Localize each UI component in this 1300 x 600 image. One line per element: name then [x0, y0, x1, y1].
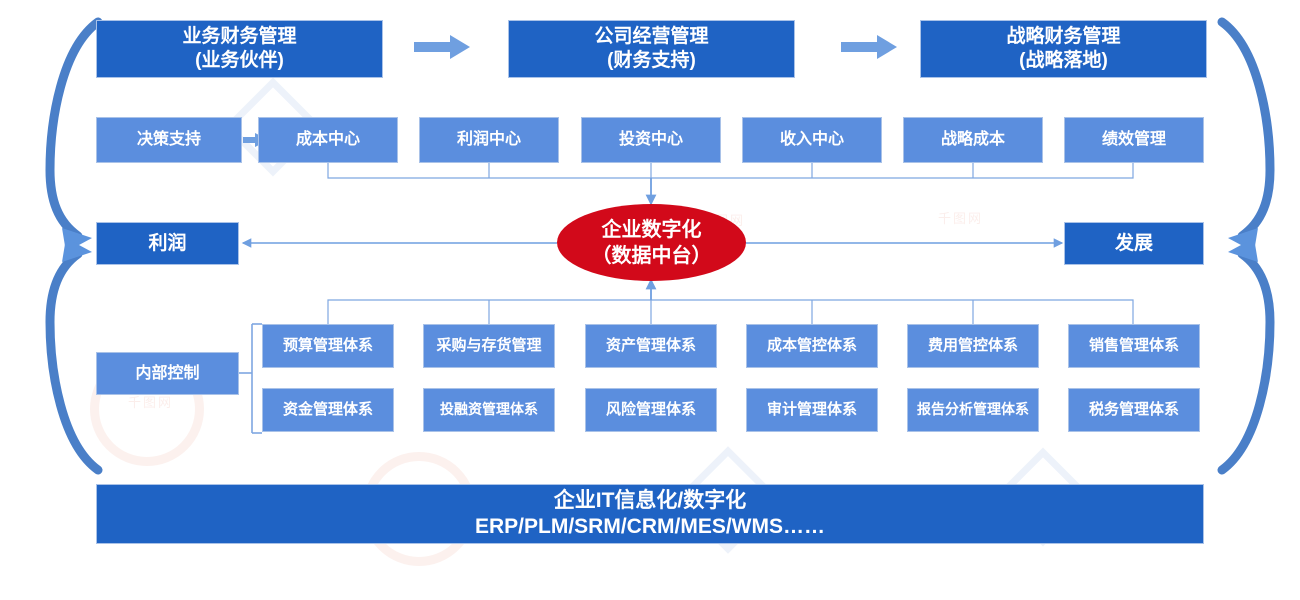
mid-box-investment-center[interactable]: 投资中心 — [581, 117, 721, 163]
system-box-sales[interactable]: 销售管理体系 — [1068, 324, 1200, 368]
system-box-procurement-inventory[interactable]: 采购与存货管理 — [423, 324, 555, 368]
system-box-tax[interactable]: 税务管理体系 — [1068, 388, 1200, 432]
top-box-business-finance[interactable]: 业务财务管理 (业务伙伴) — [96, 20, 383, 78]
mid-box-decision-support[interactable]: 决策支持 — [96, 117, 242, 163]
top-box-strategic-finance[interactable]: 战略财务管理 (战略落地) — [920, 20, 1207, 78]
system-box-risk[interactable]: 风险管理体系 — [585, 388, 717, 432]
top-box-company-operation[interactable]: 公司经营管理 (财务支持) — [508, 20, 795, 78]
mid-box-strategic-cost[interactable]: 战略成本 — [903, 117, 1043, 163]
system-box-budget[interactable]: 预算管理体系 — [262, 324, 394, 368]
mid-box-cost-center[interactable]: 成本中心 — [258, 117, 398, 163]
system-box-funds[interactable]: 资金管理体系 — [262, 388, 394, 432]
system-box-report-analysis[interactable]: 报告分析管理体系 — [907, 388, 1039, 432]
mid-box-revenue-center[interactable]: 收入中心 — [742, 117, 882, 163]
system-box-audit[interactable]: 审计管理体系 — [746, 388, 878, 432]
mid-box-performance-management[interactable]: 绩效管理 — [1064, 117, 1204, 163]
mid-box-profit-center[interactable]: 利润中心 — [419, 117, 559, 163]
system-box-asset[interactable]: 资产管理体系 — [585, 324, 717, 368]
system-box-cost-control[interactable]: 成本管控体系 — [746, 324, 878, 368]
footer-line-1: 企业IT信息化/数字化 — [553, 488, 747, 512]
footer-banner[interactable]: 企业IT信息化/数字化 ERP/PLM/SRM/CRM/MES/WMS…… — [96, 484, 1204, 544]
system-box-expense-control[interactable]: 费用管控体系 — [907, 324, 1039, 368]
outcome-box-development[interactable]: 发展 — [1064, 222, 1204, 265]
internal-control-box[interactable]: 内部控制 — [96, 352, 239, 395]
hub-ellipse-digital[interactable]: 企业数字化 （数据中台） — [557, 204, 746, 281]
outcome-box-profit[interactable]: 利润 — [96, 222, 239, 265]
system-box-investment-financing[interactable]: 投融资管理体系 — [423, 388, 555, 432]
footer-line-2: ERP/PLM/SRM/CRM/MES/WMS…… — [475, 515, 825, 538]
watermark-text: 千图网 — [938, 211, 984, 226]
